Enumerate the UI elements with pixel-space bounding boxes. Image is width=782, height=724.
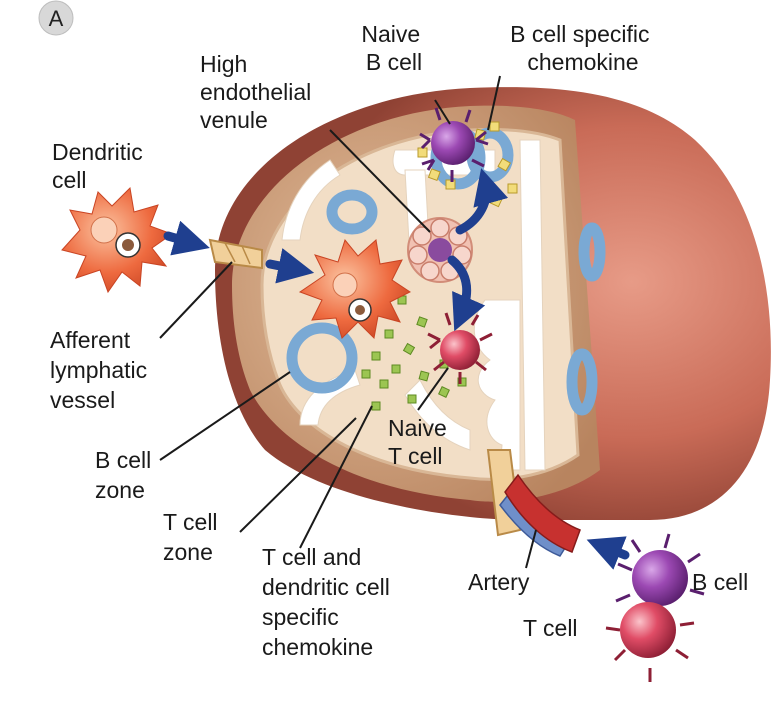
leader-lines [159, 75, 537, 569]
label-naive-b-cell: Naive B cell [361, 21, 426, 75]
follicle [566, 348, 598, 416]
panel-label: A [49, 6, 64, 31]
circulating-t-cell [605, 602, 695, 682]
follicle [578, 222, 606, 282]
label-dendritic-cell: Dendritic cell [52, 139, 149, 193]
label-artery: Artery [468, 569, 530, 595]
label-b-cell: B cell [692, 569, 748, 595]
hilum-vessels [486, 449, 581, 557]
follicle [326, 189, 378, 235]
label-b-cell-zone: B cell zone [95, 447, 158, 503]
label-naive-t-cell: Naive T cell [388, 415, 453, 469]
afferent-vessel [208, 238, 263, 270]
label-t-cell: T cell [523, 615, 578, 641]
label-afferent-lymphatic-vessel: Afferent lymphatic vessel [50, 327, 154, 413]
follicle [286, 322, 358, 394]
arrow-dc-to-vessel [163, 220, 210, 256]
naive-b-cell-in-node [419, 107, 489, 182]
labels: Naive B cell B cell specific chemokine H… [50, 21, 748, 660]
arrow-b-cell-entering [586, 536, 630, 570]
arrow-vessel-to-node [265, 248, 315, 284]
circulating-b-cell [615, 533, 705, 606]
t-chemokine-dots [361, 295, 467, 411]
arrow-to-b-zone [455, 168, 509, 235]
label-b-cell-chemokine: B cell specific chemokine [510, 21, 656, 75]
label-high-endothelial-venule: High endothelial venule [200, 51, 318, 133]
panel-badge: A [38, 0, 74, 36]
dendritic-cell-inside [298, 238, 411, 340]
migration-arrows [163, 168, 630, 570]
arrow-to-t-zone [447, 255, 486, 332]
dendritic-cell-outside [61, 186, 174, 294]
label-t-cell-zone: T cell zone [163, 509, 224, 565]
lymph-node [208, 87, 771, 557]
label-t-cell-dendritic-chemokine: T cell and dendritic cell specific chemo… [262, 544, 396, 660]
